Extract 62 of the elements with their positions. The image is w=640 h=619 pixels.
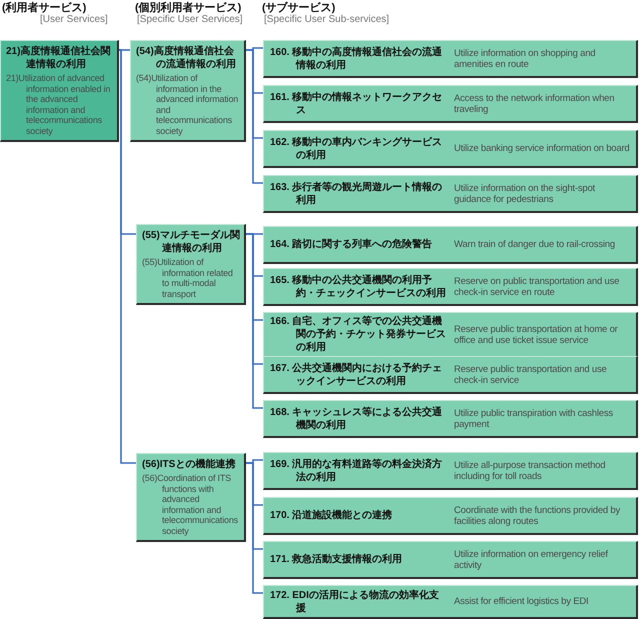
service-box <box>263 400 638 438</box>
service-box <box>263 312 638 358</box>
service-title: 21)高度情報通信社会関連情報の利用 <box>6 45 112 71</box>
service-box <box>0 40 119 142</box>
service-description: Reserve public transportation and use check-in service <box>454 364 608 386</box>
service-description: (56)Coordination of ITS functions with advanced information and telecommunications society <box>142 473 239 536</box>
connector-line <box>118 49 136 464</box>
service-title: 162. 移動中の車内バンキングサービスの利用 <box>270 136 444 162</box>
service-description: Assist for efficient logistics by EDI <box>454 596 590 607</box>
service-box <box>263 541 638 579</box>
column-heading: (個別利用者サービス) <box>135 0 242 14</box>
column-heading: (サブサービス) <box>262 0 336 14</box>
column-subheading: [Specific User Sub-services] <box>264 14 390 25</box>
service-title: 163. 歩行者等の観光周遊ルート情報の利用 <box>270 180 444 206</box>
service-box <box>263 130 638 168</box>
service-title: 160. 移動中の高度情報通信社会の流通情報の利用 <box>270 46 444 72</box>
service-description: Utilize information on the sight-spot guidance for pedestrians <box>454 182 596 204</box>
service-title: 165. 移動中の公共交通機関の利用予約・チェックインサービスの利用 <box>270 274 446 300</box>
service-description: Utilize information on shopping and amenities en route <box>454 48 596 70</box>
service-title: 170. 沿道施設機能との連携 <box>270 509 394 522</box>
service-box <box>263 85 638 123</box>
service-box <box>136 453 246 542</box>
service-title: (56)ITSとの機能連携 <box>142 458 236 471</box>
service-title: 168. キャッシュレス等による公共交通機関の利用 <box>270 406 444 432</box>
service-box <box>263 585 638 619</box>
service-title: 166. 自宅、オフィス等での公共交通機関の予約・チケット発券サービスの利用 <box>270 315 446 354</box>
service-box <box>136 224 246 305</box>
service-title: 171. 救急活動支援情報の利用 <box>270 553 404 566</box>
service-box <box>263 40 638 78</box>
service-title: 169. 汎用的な有料道路等の料金決済方法の利用 <box>270 458 444 484</box>
service-description: Utilize banking service information on board <box>454 143 630 154</box>
service-box <box>263 226 638 264</box>
service-box <box>263 497 638 535</box>
column-subheading: [Specific User Services] <box>137 14 243 25</box>
service-description: Access to the network information when traveling <box>454 92 616 114</box>
service-box <box>263 356 638 394</box>
column-subheading: [User Services] <box>40 14 108 25</box>
service-description: Utilize public transpiration with cashless payment <box>454 408 614 430</box>
service-box <box>263 175 638 213</box>
service-title: 161. 移動中の情報ネットワークアクセス <box>270 90 444 116</box>
service-box <box>263 452 638 490</box>
service-description: Reserve on public transportation and use check-in service en route <box>454 276 620 298</box>
service-description: Warn train of danger due to rail-crossing <box>454 239 616 250</box>
column-heading: (利用者サービス) <box>2 0 86 14</box>
service-title: 167. 公共交通機関内における予約チェックインサービスの利用 <box>270 362 444 388</box>
service-box <box>130 40 246 142</box>
service-description: Coordinate with the functions provided by facilities along routes <box>454 504 622 526</box>
service-title: (55)マルチモーダル関連情報の利用 <box>142 229 241 255</box>
service-box <box>263 268 638 306</box>
service-description: Reserve public transportation at home or office and use ticket issue service <box>454 324 619 346</box>
service-description: 21)Utilization of advanced information enabled in the advanced information and telecommunications society <box>6 73 112 136</box>
service-title: (54)高度情報通信社会の流通情報の利用 <box>136 45 237 71</box>
service-title: 164. 踏切に関する列車への危険警告 <box>270 238 434 251</box>
service-description: Utilize all-purpose transaction method including for toll roads <box>454 460 606 482</box>
service-description: (55)Utilization of information related to multi-modal transport <box>142 257 234 299</box>
connector-line <box>246 49 263 184</box>
connector-line <box>246 233 263 409</box>
connector-line <box>246 462 263 594</box>
service-description: Utilize information on emergency relief activity <box>454 548 609 570</box>
service-title: 172. EDIの活用による物流の効率化支援 <box>270 588 440 614</box>
service-description: (54)Utilization of information in the advanced information and telecommunications society <box>136 73 240 136</box>
connector-line <box>119 49 130 51</box>
